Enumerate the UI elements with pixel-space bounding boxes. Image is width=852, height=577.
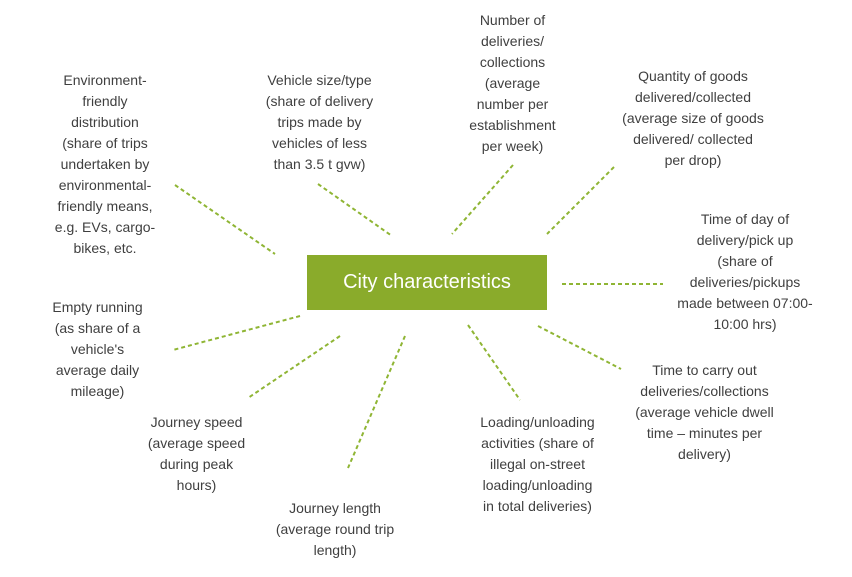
- connector-vehicle-size: [317, 183, 393, 237]
- connector-deliveries: [451, 164, 514, 235]
- city-characteristics-hub: City characteristics: [307, 255, 547, 310]
- label-time-to-carry-out: Time to carry out deliveries/collections…: [635, 362, 774, 462]
- hub-box: [307, 255, 547, 310]
- connector-journey-length: [347, 335, 406, 469]
- connector-loading: [467, 324, 521, 401]
- label-loading-unloading: Loading/unloading activities (share of i…: [480, 414, 595, 514]
- label-journey-speed: Journey speed (average speed during peak…: [147, 414, 246, 493]
- connector-goods-quantity: [546, 166, 615, 235]
- connector-environment: [174, 184, 276, 255]
- label-environment-friendly-distribution: Environment- friendly distribution (shar…: [54, 72, 156, 256]
- label-number-of-deliveries: Number of deliveries/ collections (avera…: [469, 12, 556, 154]
- connector-empty-running: [172, 315, 301, 351]
- hub-label: City characteristics: [343, 271, 511, 293]
- connector-dwell-time: [537, 325, 622, 370]
- label-vehicle-size-type: Vehicle size/type (share of delivery tri…: [265, 72, 374, 172]
- label-time-of-day: Time of day of delivery/pick up (share o…: [677, 211, 813, 332]
- label-journey-length: Journey length (average round trip lengt…: [275, 500, 395, 558]
- label-empty-running: Empty running (as share of a vehicle's a…: [52, 299, 143, 399]
- connector-journey-speed: [247, 335, 341, 399]
- label-quantity-of-goods: Quantity of goods delivered/collected (a…: [622, 68, 764, 168]
